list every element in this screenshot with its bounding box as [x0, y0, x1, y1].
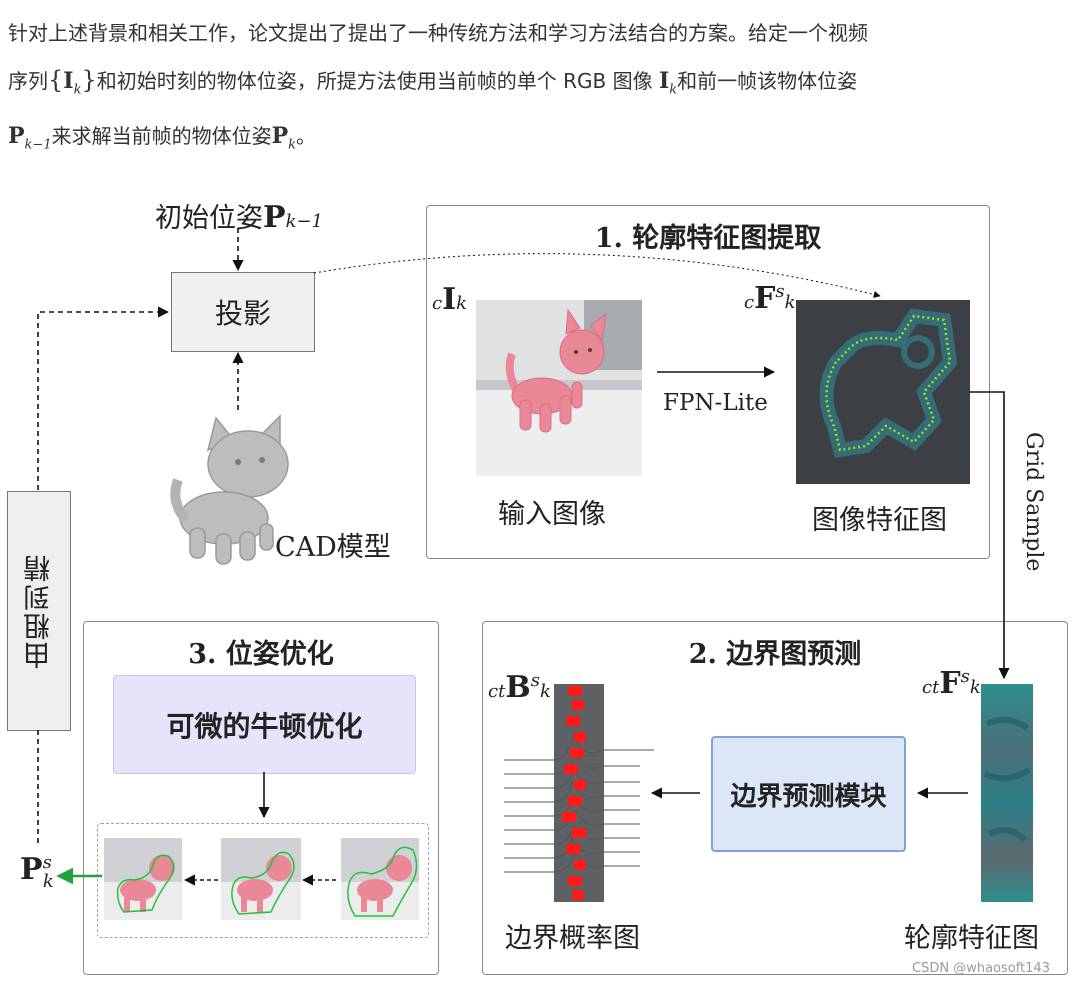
contour-feature-symbol: ctFsk [922, 666, 981, 701]
boundary-map-symbol: ctBsk [488, 670, 551, 705]
init-pose-label: 初始位姿Pk−1 [155, 200, 324, 235]
intro-line-2: 序列{Ik}和初始时刻的物体位姿，所提方法使用当前帧的单个 RGB 图像 Ik和… [8, 66, 858, 98]
contour-feature-map [981, 684, 1033, 902]
feature-map-symbol: cFsk [744, 281, 796, 316]
grid-sample-label: Grid Sample [1021, 432, 1046, 572]
refined-frame-2 [221, 838, 301, 920]
newton-optimization-box: 可微的牛顿优化 [113, 675, 416, 774]
boundary-map-label: 边界概率图 [505, 923, 640, 954]
stage3-title: 3. 位姿优化 [188, 639, 334, 670]
contour-feature-label: 轮廓特征图 [904, 923, 1039, 954]
coarse-to-fine-box: 由粗到精 [7, 491, 71, 731]
output-pose-symbol: Psk [20, 852, 54, 892]
projection-box: 投影 [171, 272, 315, 352]
refined-frame-3 [341, 838, 419, 920]
stage2-title: 2. 边界图预测 [688, 639, 862, 670]
input-image-symbol: cIk [432, 282, 468, 317]
refinement-strip [97, 823, 429, 938]
image-feature-map [796, 300, 970, 484]
refined-frame-1 [104, 838, 182, 920]
fpn-lite-label: FPN-Lite [663, 390, 768, 416]
cad-model-label: CAD模型 [275, 532, 391, 563]
image-feature-map-label: 图像特征图 [812, 505, 947, 536]
intro-line-3: Pk−1来求解当前帧的物体位姿Pk。 [8, 123, 317, 153]
intro-paragraph: 针对上述背景和相关工作，论文提出了提出了一种传统方法和学习方法结合的方案。给定一… [8, 10, 1078, 169]
stage1-title: 1. 轮廓特征图提取 [594, 223, 822, 254]
boundary-probability-map [504, 684, 654, 902]
intro-line-1: 针对上述背景和相关工作，论文提出了提出了一种传统方法和学习方法结合的方案。给定一… [8, 21, 868, 45]
boundary-module-box: 边界预测模块 [711, 736, 906, 852]
watermark: CSDN @whaosoft143 [912, 961, 1050, 976]
input-image-label: 输入图像 [498, 499, 606, 530]
cad-model-image [170, 414, 289, 565]
input-image [476, 300, 642, 476]
